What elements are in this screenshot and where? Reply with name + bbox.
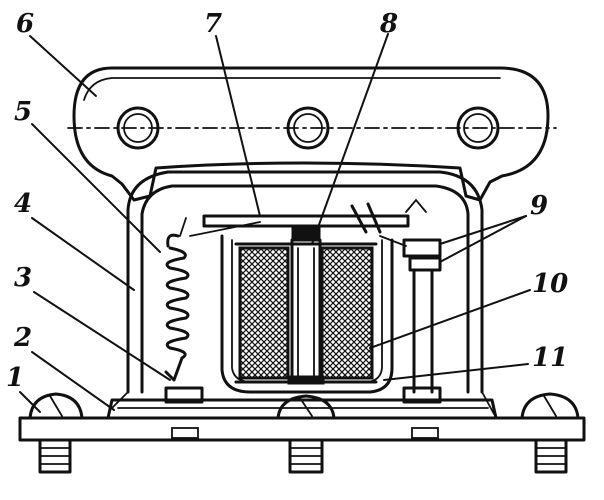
core-base (287, 375, 325, 385)
label-8: 8 (379, 9, 398, 39)
housing (111, 170, 495, 415)
label-9: 9 (530, 191, 548, 221)
label-4: 4 (14, 189, 32, 219)
base-nuts (164, 386, 442, 439)
label-6: 6 (16, 9, 34, 39)
label-1: 1 (6, 363, 24, 393)
label-11: 11 (532, 343, 568, 373)
spring (164, 217, 190, 382)
screw-center (276, 394, 336, 474)
armature (189, 198, 427, 237)
base-plate (18, 398, 586, 442)
label-2: 2 (13, 323, 32, 353)
coil-left (238, 246, 290, 380)
label-3: 3 (14, 263, 32, 293)
label-7: 7 (204, 9, 222, 39)
label-5: 5 (14, 97, 32, 127)
mounting-bracket (67, 66, 557, 202)
leader-lines (19, 33, 531, 413)
yoke (220, 234, 394, 394)
screw-right (520, 392, 580, 474)
label-10: 10 (532, 269, 568, 299)
screw-left (28, 392, 84, 474)
contacts (379, 235, 442, 394)
core (290, 238, 322, 384)
coil-right (320, 246, 374, 380)
